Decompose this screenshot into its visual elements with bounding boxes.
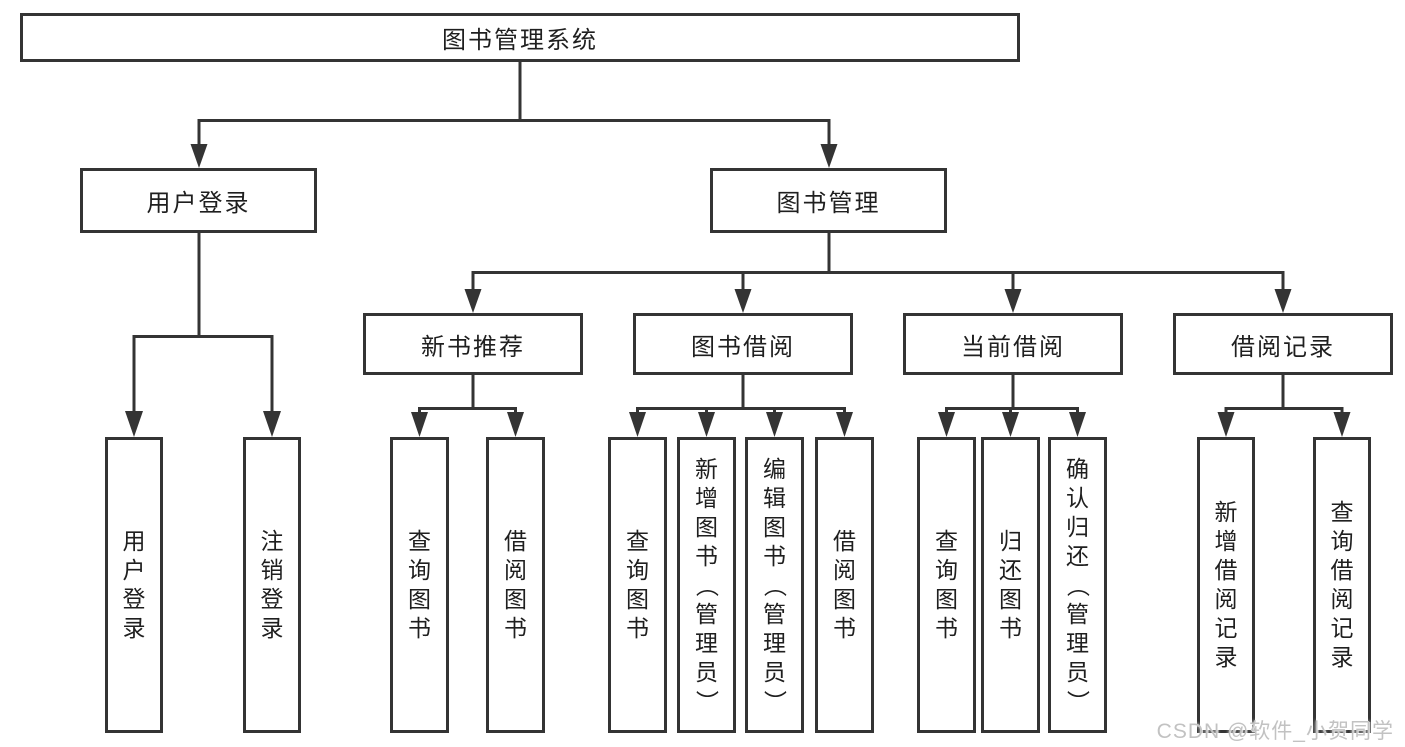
node-add-books-admin: 新增图书（管理员） xyxy=(677,437,736,733)
node-book-management-module: 图书管理 xyxy=(710,168,947,233)
node-book-borrowing: 图书借阅 xyxy=(633,313,853,375)
node-borrowing-records: 借阅记录 xyxy=(1173,313,1393,375)
node-recommend-borrow-books: 借阅图书 xyxy=(486,437,545,733)
connector-records-to-children xyxy=(1217,375,1351,437)
node-return-books: 归还图书 xyxy=(981,437,1040,733)
node-current-query-books: 查询图书 xyxy=(917,437,976,733)
csdn-watermark: CSDN @软件_小贺同学 xyxy=(1156,720,1394,743)
node-query-borrow-record: 查询借阅记录 xyxy=(1313,437,1371,733)
node-recommend-query-books: 查询图书 xyxy=(390,437,449,733)
node-borrow-query-books: 查询图书 xyxy=(608,437,667,733)
connector-management-to-level3 xyxy=(464,233,1292,313)
node-user-login-module: 用户登录 xyxy=(80,168,317,233)
node-current-borrowing: 当前借阅 xyxy=(903,313,1123,375)
node-new-book-recommendation: 新书推荐 xyxy=(363,313,583,375)
connector-borrow-to-children xyxy=(629,375,853,437)
connector-recommend-to-children xyxy=(411,375,524,437)
connector-current-to-children xyxy=(938,375,1086,437)
connector-root-to-level2 xyxy=(190,62,838,168)
node-root-system: 图书管理系统 xyxy=(20,13,1020,62)
node-borrow-books: 借阅图书 xyxy=(815,437,874,733)
node-confirm-return-admin: 确认归还（管理员） xyxy=(1048,437,1107,733)
node-logout: 注销登录 xyxy=(243,437,301,733)
node-add-borrow-record: 新增借阅记录 xyxy=(1197,437,1255,733)
node-user-login: 用户登录 xyxy=(105,437,163,733)
connector-login-to-children xyxy=(125,233,281,437)
node-edit-books-admin: 编辑图书（管理员） xyxy=(745,437,804,733)
